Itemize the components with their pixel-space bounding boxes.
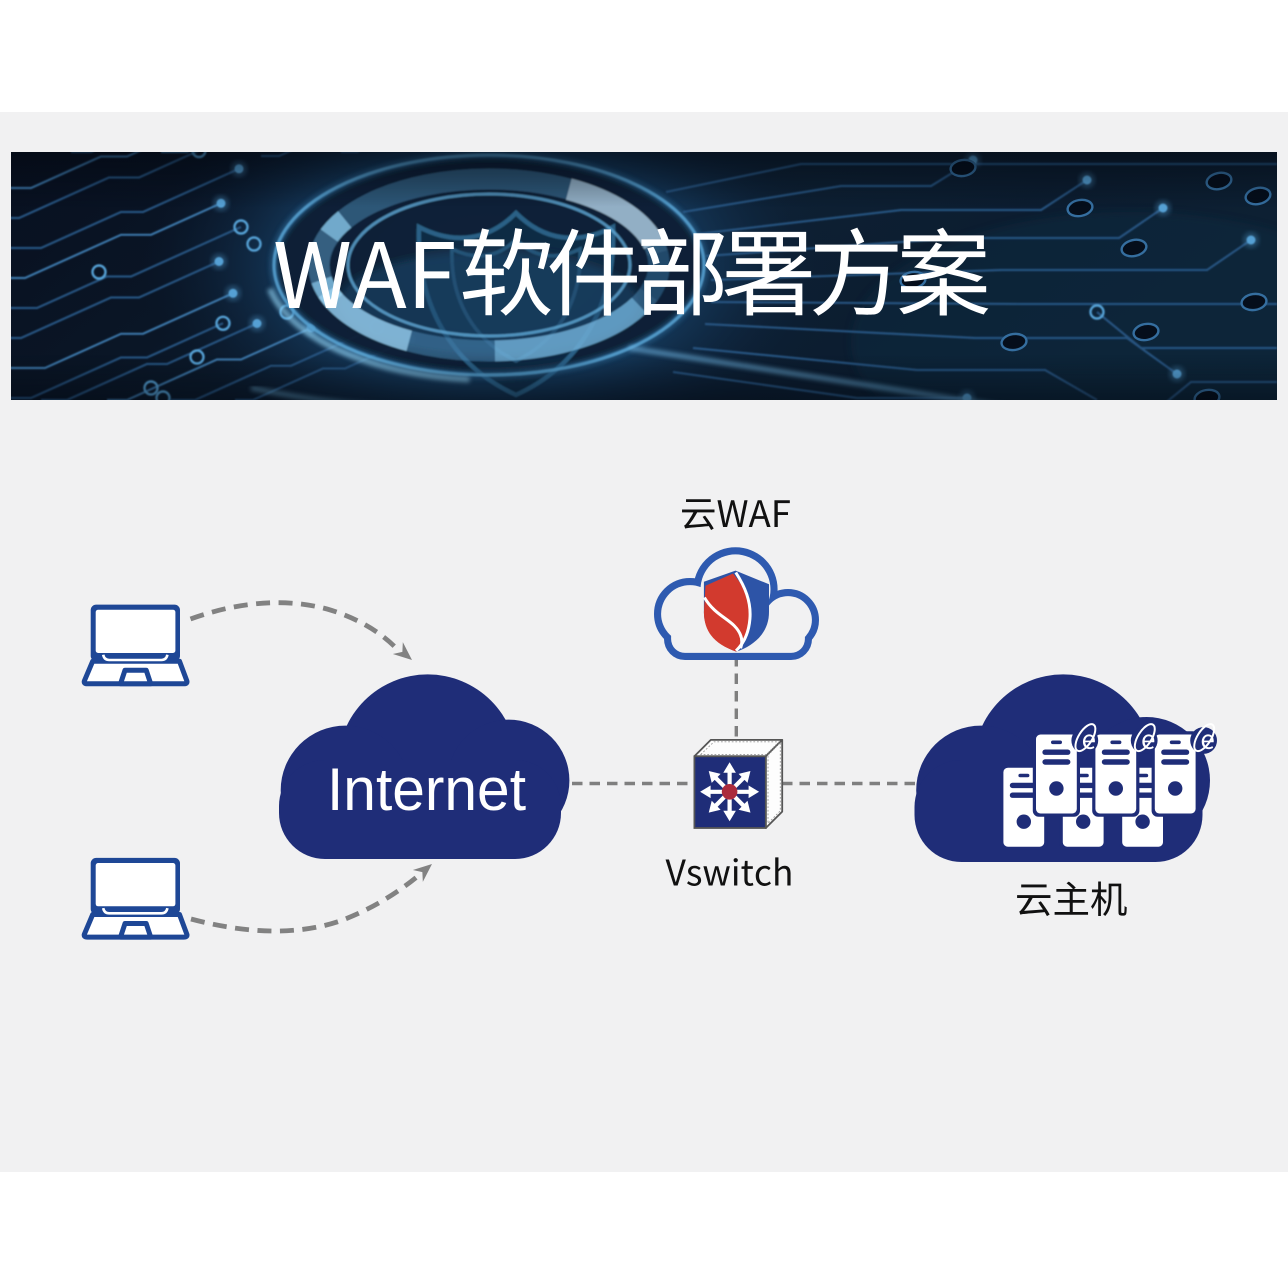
svg-text:Internet: Internet	[327, 756, 526, 823]
